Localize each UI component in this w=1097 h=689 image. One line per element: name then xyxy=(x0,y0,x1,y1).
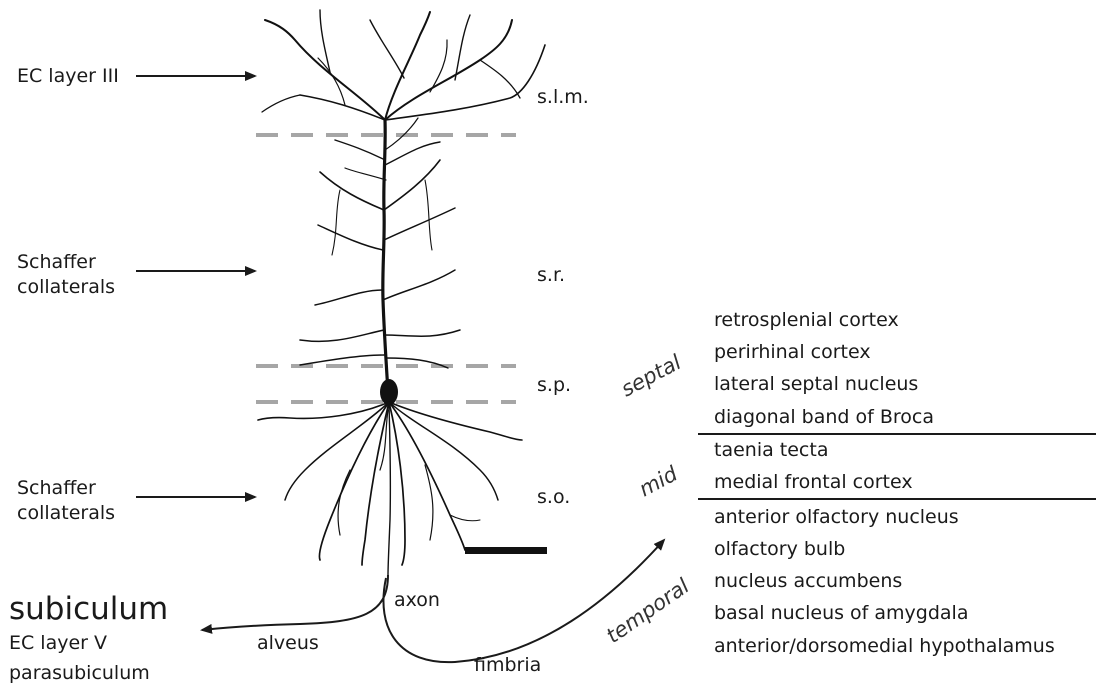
target-temporal-2: nucleus accumbens xyxy=(714,572,902,591)
ec-layer-iii-label: EC layer III xyxy=(17,67,119,86)
target-septal-1: perirhinal cortex xyxy=(714,343,871,362)
subiculum-label: subiculum xyxy=(9,594,168,625)
alveus-arrow xyxy=(202,575,388,630)
layer-sr-label: s.r. xyxy=(537,266,565,285)
axon-label: axon xyxy=(394,591,440,610)
schaffer-collaterals-lower-label: Schaffer collaterals xyxy=(17,476,115,525)
target-temporal-3: basal nucleus of amygdala xyxy=(714,604,968,623)
target-temporal-4: anterior/dorsomedial hypothalamus xyxy=(714,637,1055,656)
ec-layer-v-label: EC layer V xyxy=(9,634,107,653)
target-septal-0: retrosplenial cortex xyxy=(714,311,899,330)
target-septal-3: diagonal band of Broca xyxy=(714,408,934,427)
scale-bar xyxy=(465,547,547,554)
schaffer-collaterals-upper-label: Schaffer collaterals xyxy=(17,250,115,299)
target-mid-1: medial frontal cortex xyxy=(714,473,913,492)
layer-sp-label: s.p. xyxy=(537,376,571,395)
target-temporal-0: anterior olfactory nucleus xyxy=(714,508,959,527)
pyramidal-neuron xyxy=(258,10,545,575)
target-mid-0: taenia tecta xyxy=(714,441,828,460)
alveus-label: alveus xyxy=(257,634,319,653)
target-temporal-1: olfactory bulb xyxy=(714,540,845,559)
parasubiculum-label: parasubiculum xyxy=(9,664,150,683)
layer-slm-label: s.l.m. xyxy=(537,88,589,107)
layer-so-label: s.o. xyxy=(537,488,570,507)
fimbria-label: fimbria xyxy=(474,656,541,675)
target-septal-2: lateral septal nucleus xyxy=(714,375,918,394)
